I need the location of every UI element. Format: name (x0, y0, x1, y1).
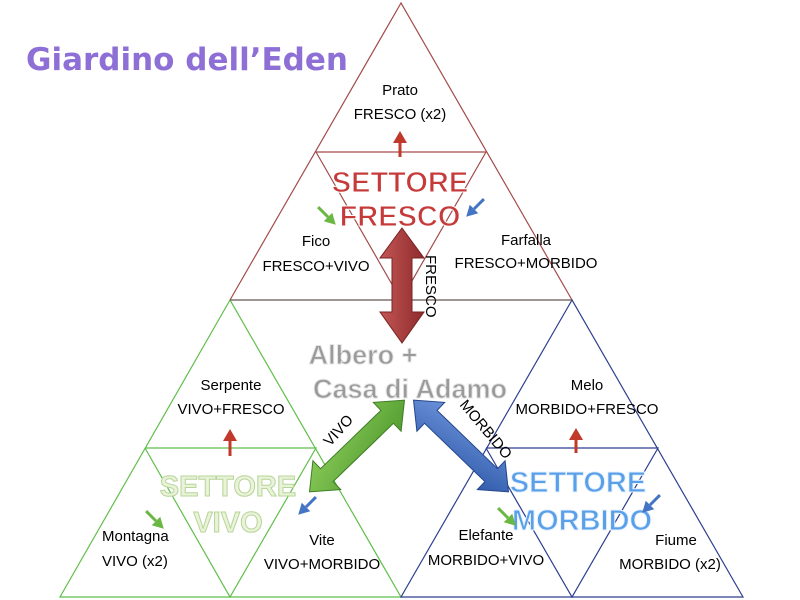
cell-prato-name: Prato (382, 82, 418, 99)
cell-vite-attr: VIVO+MORBIDO (264, 556, 380, 573)
down-left-arrow-icon (317, 206, 336, 225)
cell-fiume-name: Fiume (655, 532, 697, 549)
up-arrow-icon (223, 429, 237, 456)
sector-vivo-label-2: VIVO (193, 507, 262, 539)
down-left-arrow-icon (497, 507, 516, 526)
sector-fresco-label-2: FRESCO (340, 201, 461, 233)
down-right-arrow-icon (298, 496, 317, 515)
down-right-arrow-icon (466, 198, 485, 217)
cell-elefante-attr: MORBIDO+VIVO (428, 552, 544, 569)
cell-prato-attr: FRESCO (x2) (354, 106, 447, 123)
cell-farfalla-name: Farfalla (501, 232, 552, 249)
morbido-triangle (399, 298, 745, 599)
up-arrow-icon (393, 131, 407, 157)
sector-vivo-label: SETTORE (160, 471, 296, 503)
sector-fresco-label: SETTORE (332, 167, 468, 199)
cell-montagna-attr: VIVO (x2) (102, 553, 168, 570)
cell-vite-name: Vite (309, 532, 335, 549)
sector-morbido-label: SETTORE (510, 467, 646, 499)
center-label-2: Casa di Adamo (313, 374, 507, 404)
cell-elefante-name: Elefante (458, 527, 513, 544)
center-label: Albero + (309, 340, 418, 370)
cell-fico-name: Fico (302, 233, 330, 250)
down-right-arrow-icon (642, 494, 661, 513)
down-left-arrow-icon (145, 510, 164, 529)
cell-serpente-name: Serpente (201, 377, 262, 394)
cell-farfalla-attr: FRESCO+MORBIDO (455, 255, 598, 272)
cell-fico-attr: FRESCO+VIVO (262, 258, 369, 275)
double-arrow-vivo (308, 399, 406, 493)
sector-morbido-label-2: MORBIDO (512, 505, 652, 537)
page-title: Giardino dell’Eden (26, 42, 348, 78)
cell-montagna-name: Montagna (102, 528, 169, 545)
double-arrow-morbido (412, 399, 510, 493)
double-arrow-fresco (379, 227, 425, 344)
cell-serpente-attr: VIVO+FRESCO (177, 401, 284, 418)
cell-melo-name: Melo (571, 377, 604, 394)
arrow-label-fresco: FRESCO (422, 255, 439, 318)
cell-melo-attr: MORBIDO+FRESCO (516, 401, 659, 418)
up-arrow-icon (569, 428, 583, 453)
cell-fiume-attr: MORBIDO (x2) (619, 556, 721, 573)
